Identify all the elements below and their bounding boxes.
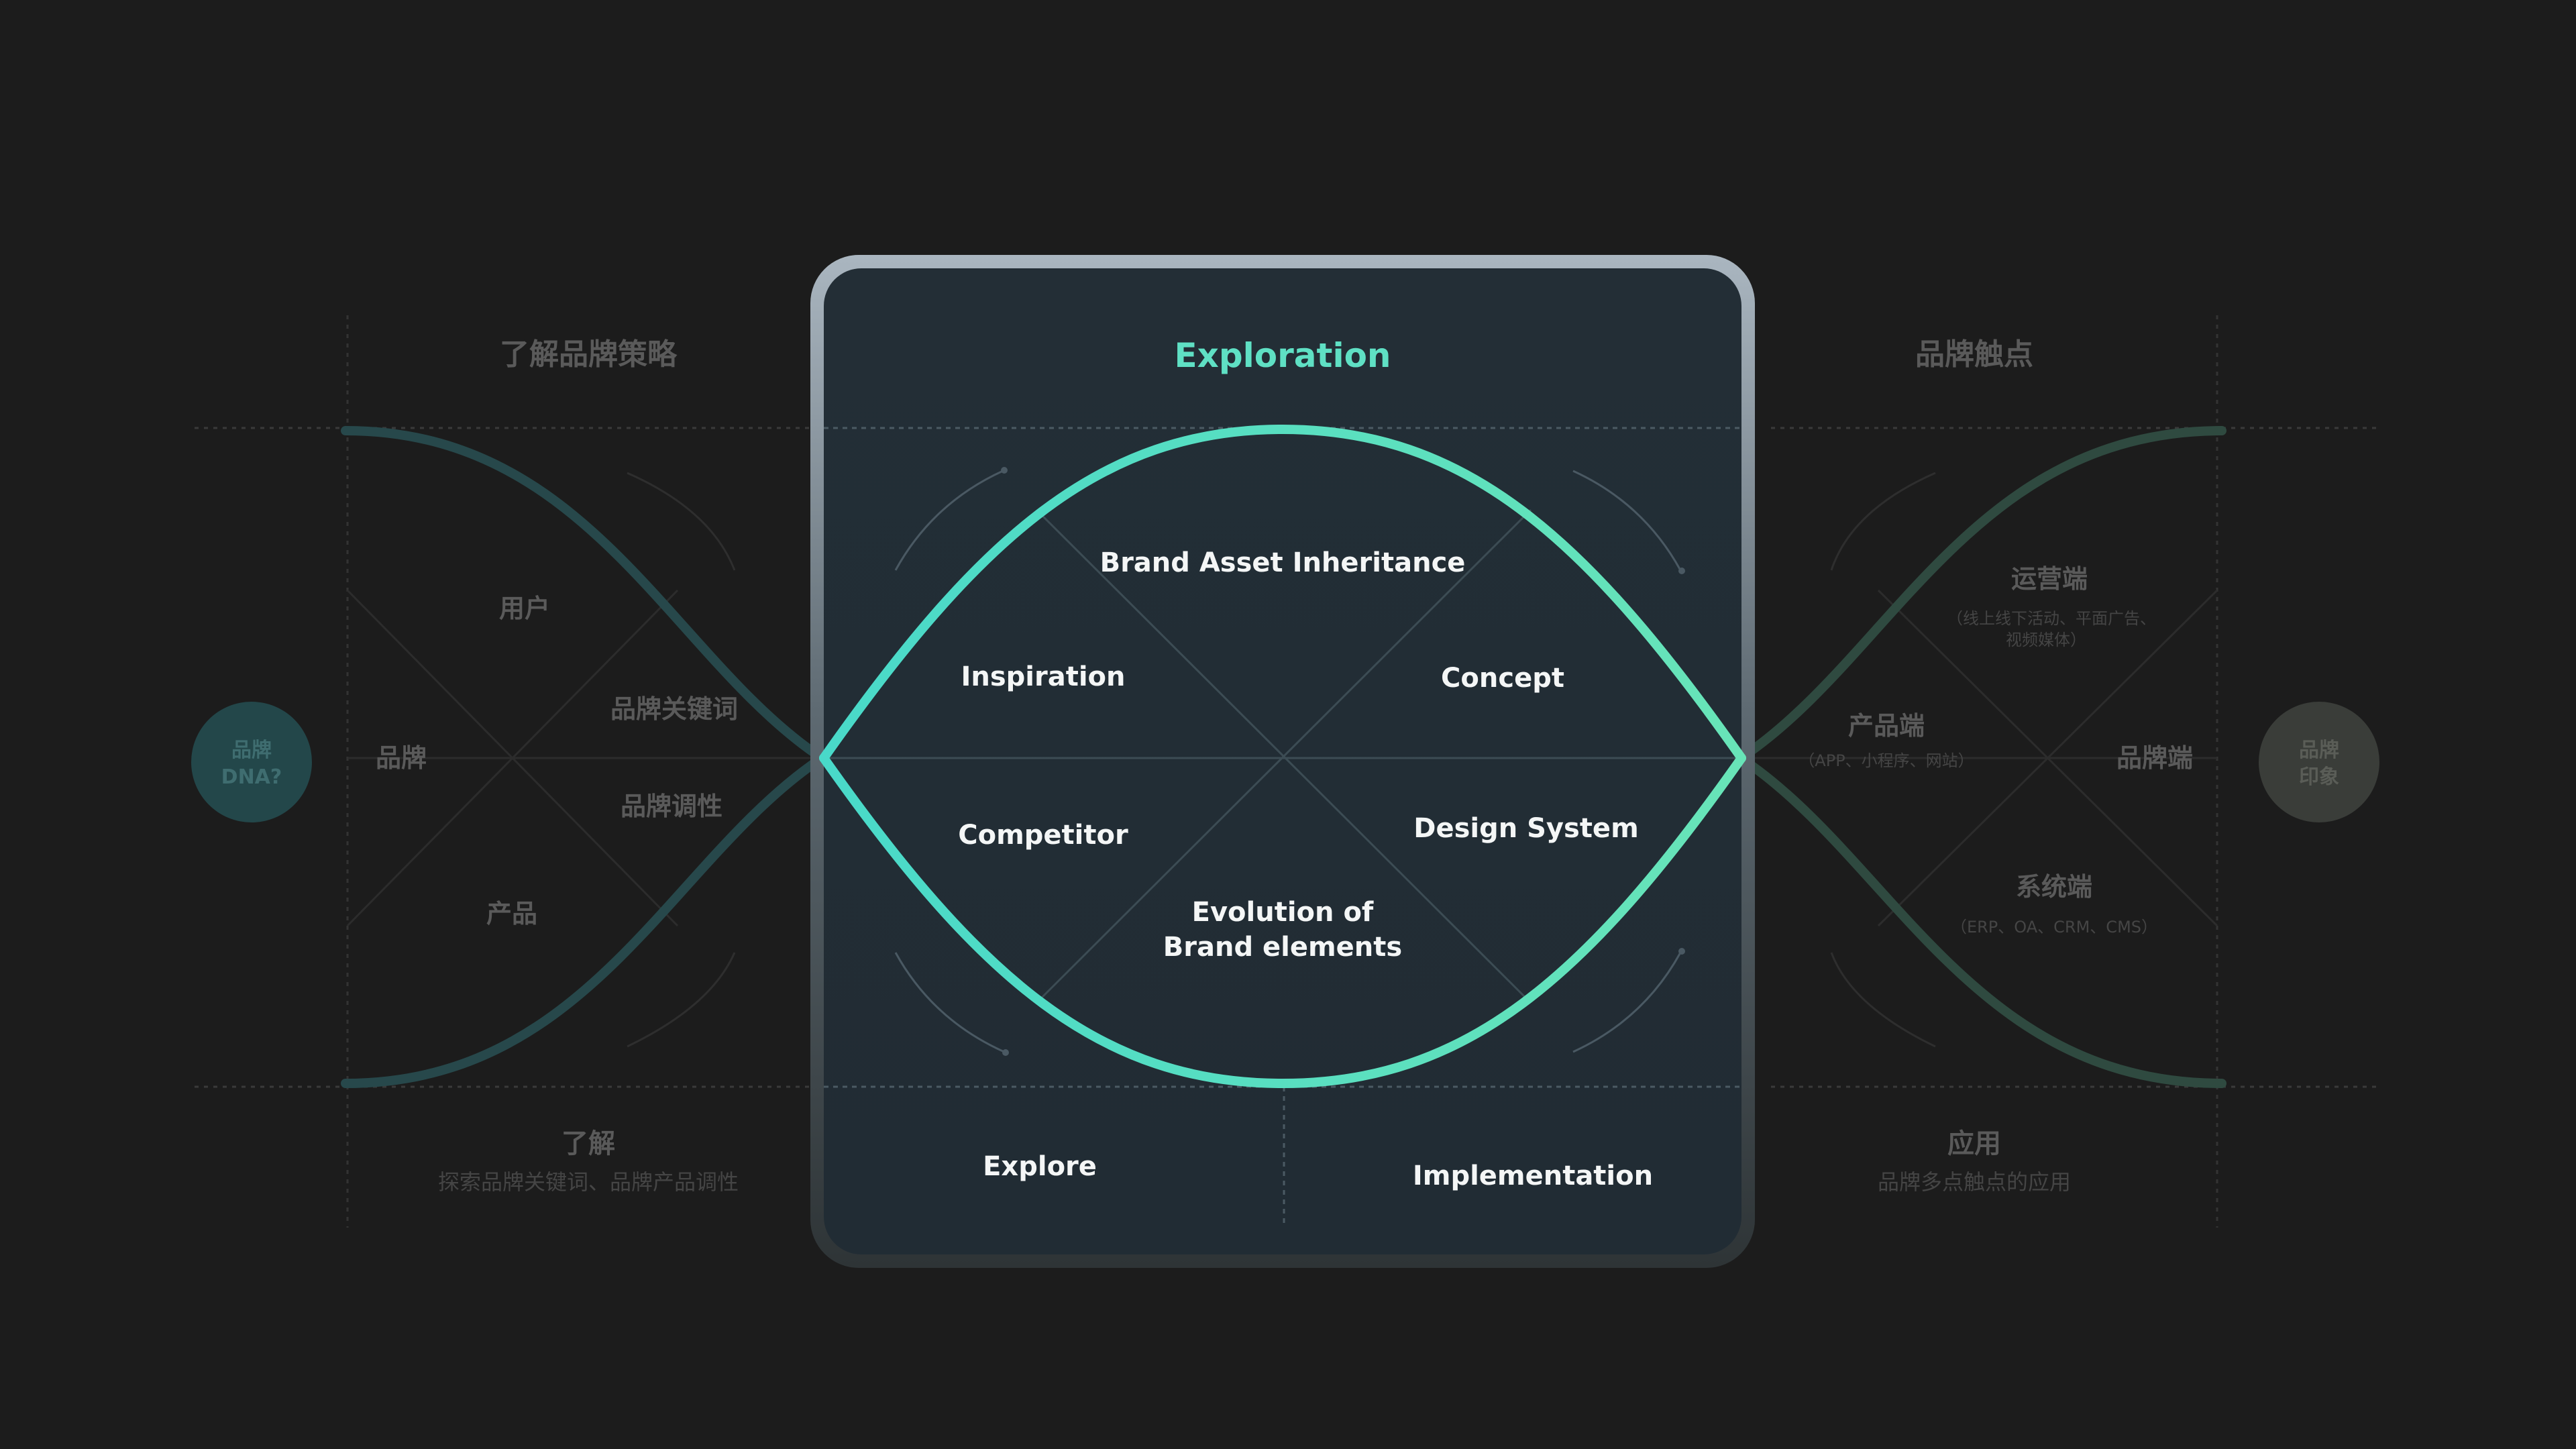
panel-arc-arrow <box>1002 1049 1009 1056</box>
exploration-wave-upper <box>819 424 1746 763</box>
exploration-wave-lower <box>819 753 1746 1089</box>
left-label-brand: 品牌 <box>376 743 427 773</box>
left-arc <box>627 472 736 571</box>
right-footer-subtitle: 品牌多点触点的应用 <box>1878 1169 2071 1195</box>
left-label-user: 用户 <box>499 594 550 623</box>
right-section: 品牌 印象 品牌触点 运营端 （线上线下活动、平面广告、 视频媒体） 产品端 （… <box>1736 315 2381 1228</box>
footer-explore: Explore <box>983 1151 1097 1182</box>
right-arc <box>1830 472 1936 571</box>
panel-body <box>824 268 1741 1254</box>
brand-impression-label-line1: 品牌 <box>2299 739 2339 762</box>
exploration-panel: Exploration Brand Asset Inheritance Insp… <box>810 255 1755 1268</box>
left-wave-lower <box>341 753 826 1088</box>
panel-arc-arrow <box>1678 948 1685 955</box>
label-inspiration: Inspiration <box>961 661 1125 692</box>
left-footer-title: 了解 <box>561 1128 615 1159</box>
right-wave-lower <box>1736 753 2226 1088</box>
brand-dna-label-line1: 品牌 <box>231 739 272 762</box>
label-design-system: Design System <box>1413 813 1639 844</box>
brand-impression-node <box>2259 702 2379 822</box>
brand-dna-label-line2: DNA? <box>221 765 282 789</box>
left-wave-upper <box>341 426 826 763</box>
right-label-system-end-sub: （ERP、OA、CRM、CMS） <box>1951 918 2157 936</box>
brand-impression-label-line2: 印象 <box>2299 765 2339 789</box>
label-evolution-line2: Brand elements <box>1163 932 1402 963</box>
right-label-operations: 运营端 <box>2011 564 2088 594</box>
right-label-operations-sub-line2: 视频媒体） <box>2006 631 2086 649</box>
left-title: 了解品牌策略 <box>500 337 678 372</box>
panel-arc-arrow <box>1678 568 1685 574</box>
panel-arc-lower-left <box>894 952 1005 1053</box>
panel-title: Exploration <box>1174 336 1391 375</box>
panel-arc-upper-left <box>894 470 1004 571</box>
panel-arc-upper-right <box>1572 470 1682 571</box>
left-arc <box>627 952 736 1048</box>
label-concept: Concept <box>1441 663 1564 694</box>
left-label-tone: 品牌调性 <box>621 792 722 821</box>
left-label-product: 产品 <box>486 899 537 928</box>
label-evolution-line1: Evolution of <box>1192 897 1374 928</box>
footer-implementation: Implementation <box>1413 1161 1653 1191</box>
right-arc <box>1830 952 1936 1048</box>
right-wave-upper <box>1736 426 2226 763</box>
panel-arc-arrow <box>1001 467 1008 474</box>
left-section: 品牌 DNA? 了解品牌策略 用户 品牌 品牌关键词 品牌调性 产品 了解 探索… <box>191 315 826 1228</box>
right-footer-title: 应用 <box>1947 1128 2001 1159</box>
right-label-brand-end: 品牌端 <box>2116 743 2193 773</box>
label-brand-asset-inheritance: Brand Asset Inheritance <box>1100 547 1466 578</box>
left-label-keywords: 品牌关键词 <box>610 694 738 724</box>
right-title: 品牌触点 <box>1915 337 2033 372</box>
right-label-product-end-sub: （APP、小程序、网站） <box>1799 751 1974 770</box>
left-footer-subtitle: 探索品牌关键词、品牌产品调性 <box>438 1169 739 1195</box>
panel-arc-lower-right <box>1572 952 1682 1053</box>
right-label-system-end: 系统端 <box>2016 872 2092 902</box>
right-label-operations-sub-line1: （线上线下活动、平面广告、 <box>1947 609 2156 628</box>
panel-diagonal <box>1035 508 1532 1004</box>
brand-dna-node <box>191 702 312 822</box>
right-label-product-end: 产品端 <box>1848 711 1925 741</box>
label-competitor: Competitor <box>958 820 1128 851</box>
